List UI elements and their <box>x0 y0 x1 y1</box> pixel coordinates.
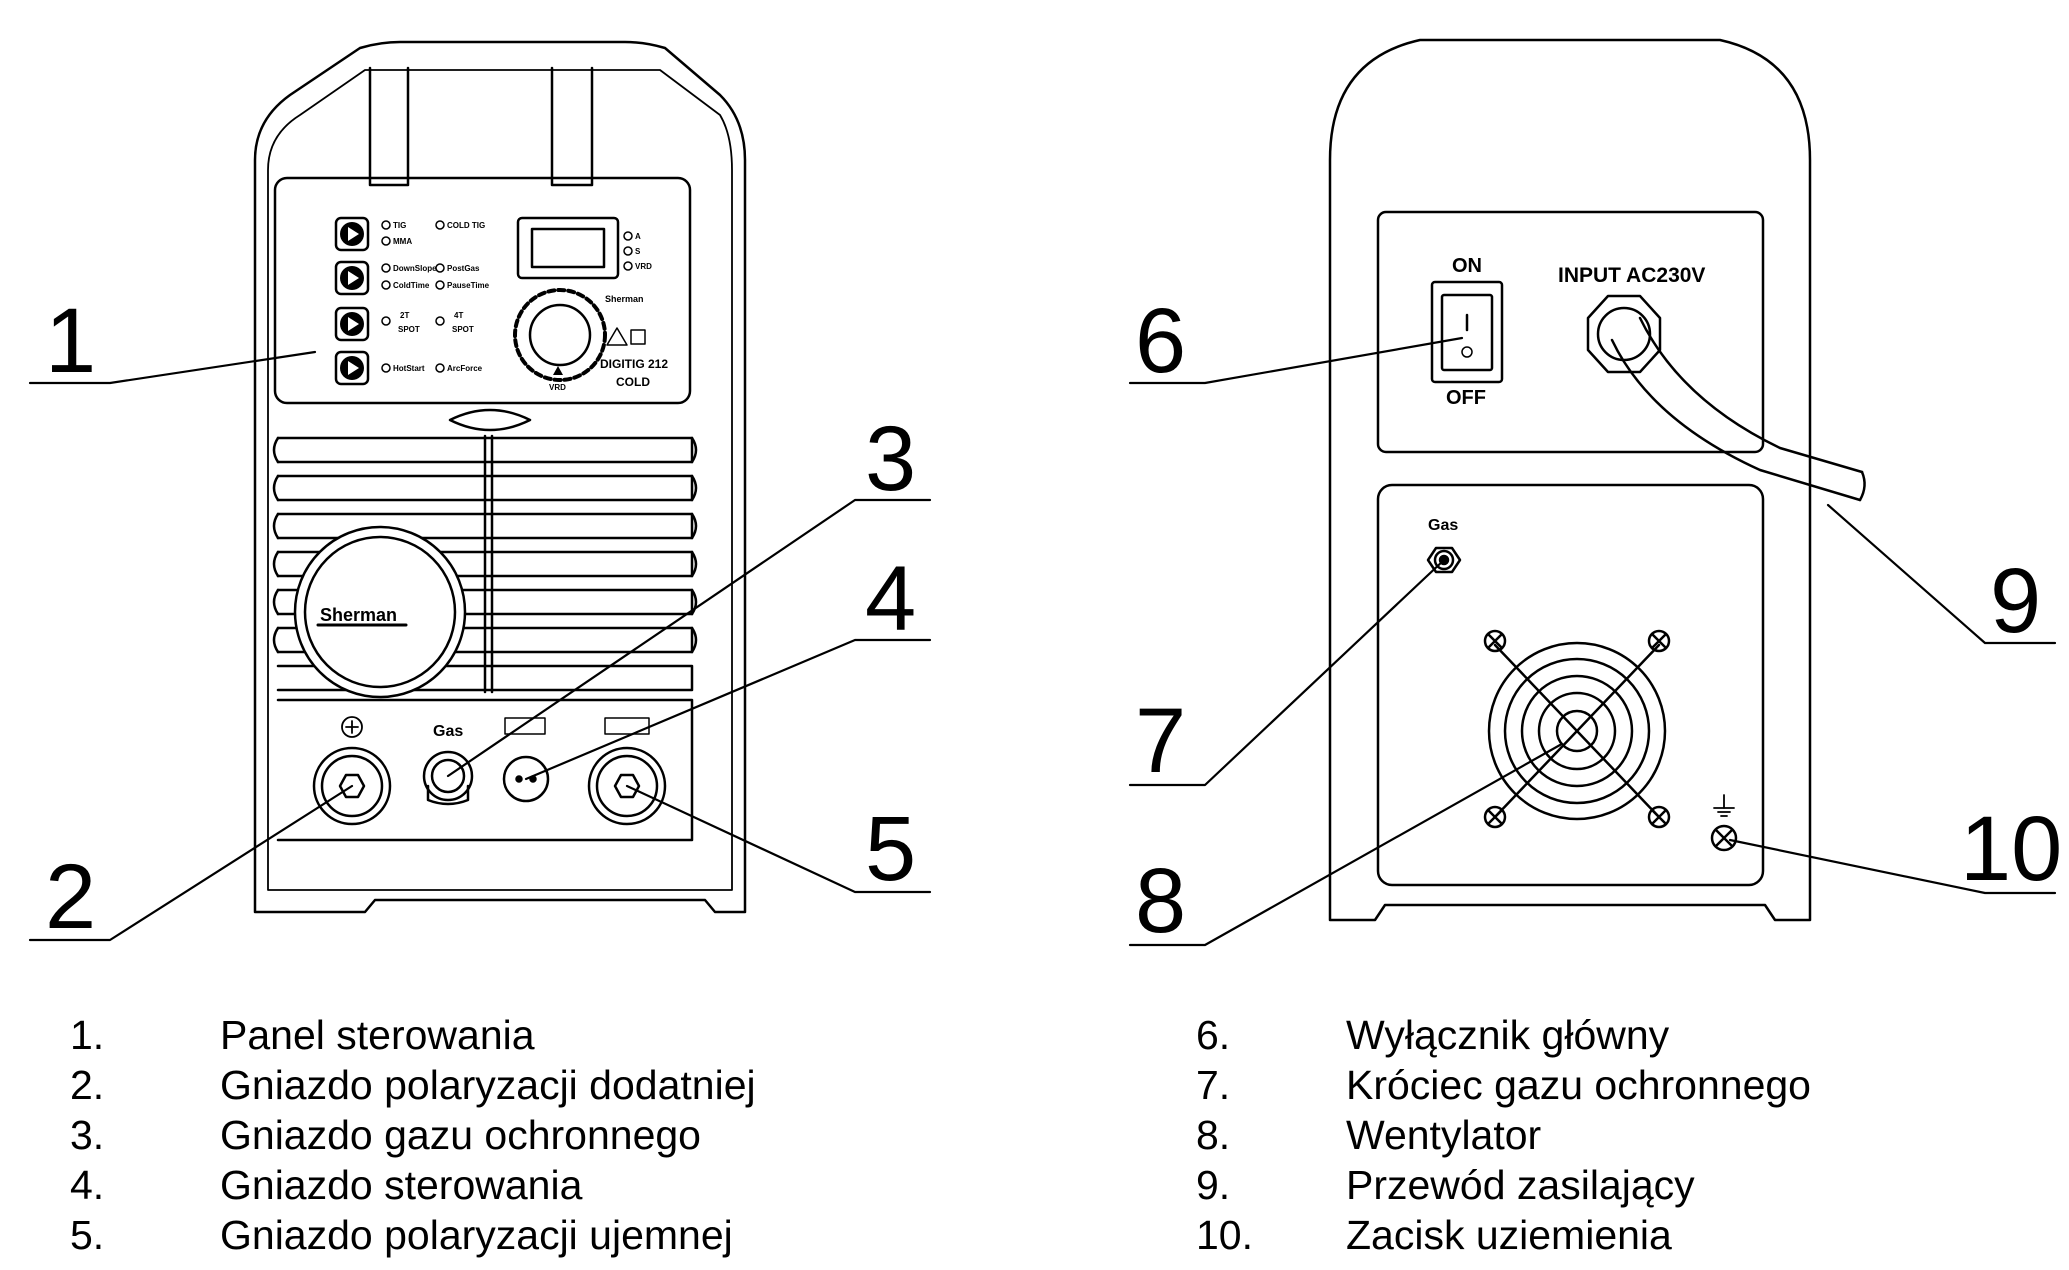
logo-text: Sherman <box>320 605 397 625</box>
callout-1: 1 <box>45 290 96 392</box>
pausetime-label: PauseTime <box>447 281 490 290</box>
legend-number: 7. <box>1196 1062 1231 1108</box>
legend-text: Wyłącznik główny <box>1346 1012 1670 1058</box>
legend-left: 1. Panel sterowania 2. Gniazdo polaryzacji… <box>70 1010 756 1260</box>
mode-tig-label: TIG <box>393 221 406 230</box>
switch-on-label: ON <box>1452 255 1482 277</box>
input-label: INPUT AC230V <box>1558 264 1705 287</box>
rear-bottom-panel <box>1376 483 1765 887</box>
legend-number: 1. <box>70 1012 105 1058</box>
legend-item: 7. Króciec gazu ochronnego <box>1196 1060 1811 1110</box>
postgas-label: PostGas <box>447 264 480 273</box>
front-gas-label: Gas <box>433 723 463 740</box>
power-switch <box>1430 280 1504 384</box>
adjust-knob-dial <box>513 288 607 382</box>
logo-disc <box>293 525 467 699</box>
legend-number: 6. <box>1196 1012 1231 1058</box>
mode-mma-label: MMA <box>393 237 412 246</box>
callout-9: 9 <box>1990 550 2041 652</box>
callout-7: 7 <box>1135 690 1186 792</box>
legend-item: 8. Wentylator <box>1196 1110 1811 1160</box>
display-frame <box>516 216 620 280</box>
callout-2: 2 <box>45 846 96 948</box>
legend-text: Zacisk uziemienia <box>1346 1212 1672 1258</box>
opt-spot-label-2: SPOT <box>452 325 474 334</box>
legend-text: Gniazdo polaryzacji ujemnej <box>220 1212 733 1258</box>
legend-text: Gniazdo sterowania <box>220 1162 583 1208</box>
display-screen <box>530 227 606 269</box>
legend-item: 3. Gniazdo gazu ochronnego <box>70 1110 756 1160</box>
front-leader-lines <box>28 350 932 942</box>
control-socket <box>502 717 550 803</box>
legend-item: 10. Zacisk uziemienia <box>1196 1210 1811 1260</box>
legend-item: 4. Gniazdo sterowania <box>70 1160 756 1210</box>
callout-4: 4 <box>865 548 916 650</box>
legend-text: Króciec gazu ochronnego <box>1346 1062 1811 1108</box>
legend-number: 5. <box>70 1212 105 1258</box>
legend-number: 3. <box>70 1112 105 1158</box>
control-panel <box>273 176 692 405</box>
legend-item: 6. Wyłącznik główny <box>1196 1010 1811 1060</box>
unit-vrd-label: VRD <box>635 262 652 271</box>
panel-buttons <box>334 216 370 386</box>
switch-off-label: OFF <box>1446 387 1486 409</box>
callout-10: 10 <box>1960 798 2062 900</box>
welder-diagram: TIG COLD TIG MMA DownSlope PostGas ColdT… <box>28 38 2062 952</box>
unit-a-label: A <box>635 232 641 241</box>
callout-8: 8 <box>1135 850 1186 952</box>
arcforce-label: ArcForce <box>447 364 483 373</box>
downslope-label: DownSlope <box>393 264 437 273</box>
legend-item: 1. Panel sterowania <box>70 1010 756 1060</box>
rear-leader-lines <box>1128 336 2057 947</box>
panel-brand: Sherman <box>605 294 644 304</box>
positive-socket <box>312 716 392 826</box>
gas-socket <box>422 750 474 806</box>
legend-number: 8. <box>1196 1112 1231 1158</box>
rear-view <box>1128 38 2057 947</box>
legend-item: 9. Przewód zasilający <box>1196 1160 1811 1210</box>
legend-number: 9. <box>1196 1162 1231 1208</box>
opt-spot-label: SPOT <box>398 325 420 334</box>
legend-text: Przewód zasilający <box>1346 1162 1695 1208</box>
model-name-line2: COLD <box>616 375 650 389</box>
legend-text: Wentylator <box>1346 1112 1542 1158</box>
knob-label: VRD <box>549 383 566 392</box>
negative-socket <box>587 717 667 826</box>
adjust-knob <box>528 303 592 367</box>
legend-number: 2. <box>70 1062 105 1108</box>
rear-gas-label: Gas <box>1428 517 1458 534</box>
unit-s-label: S <box>635 247 641 256</box>
legend-right: 6. Wyłącznik główny 7. Króciec gazu ochron… <box>1196 1010 1811 1260</box>
coldtime-label: ColdTime <box>393 281 430 290</box>
callout-5: 5 <box>865 798 916 900</box>
legend-number: 10. <box>1196 1212 1253 1258</box>
callout-6: 6 <box>1135 290 1186 392</box>
mode-cold-tig-label: COLD TIG <box>447 221 485 230</box>
ground-terminal <box>1710 794 1738 852</box>
legend-text: Gniazdo polaryzacji dodatniej <box>220 1062 756 1108</box>
fan <box>1483 629 1671 829</box>
rear-top-panel <box>1376 210 1765 454</box>
hotstart-label: HotStart <box>393 364 425 373</box>
front-view <box>28 40 932 942</box>
front-vents <box>272 434 698 694</box>
legend-item: 5. Gniazdo polaryzacji ujemnej <box>70 1210 756 1260</box>
opt-2t-label: 2T <box>400 311 409 320</box>
power-cable <box>1610 338 1862 502</box>
legend-item: 2. Gniazdo polaryzacji dodatniej <box>70 1060 756 1110</box>
legend-text: Gniazdo gazu ochronnego <box>220 1112 701 1158</box>
opt-4t-label: 4T <box>454 311 463 320</box>
legend-number: 4. <box>70 1162 105 1208</box>
callout-3: 3 <box>865 408 916 510</box>
legend-text: Panel sterowania <box>220 1012 535 1058</box>
model-name-line1: DIGITIG 212 <box>600 357 668 371</box>
